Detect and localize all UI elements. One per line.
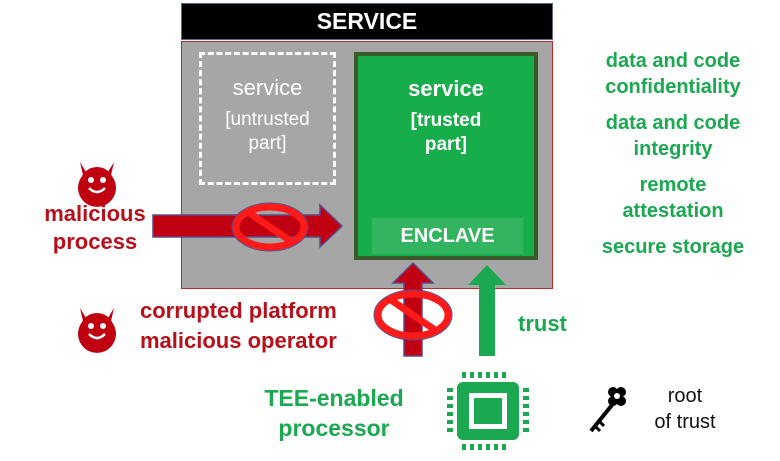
security-properties: data and code confidentiality data and co… — [578, 48, 768, 270]
devil-face-icon — [78, 162, 116, 207]
malicious-process-line1: malicious — [44, 201, 146, 226]
service-header: SERVICE — [181, 3, 553, 40]
processor-line1: TEE-enabled — [264, 385, 404, 411]
root-line1: root — [667, 385, 703, 407]
forbidden-sign-horizontal-icon — [231, 202, 309, 252]
property-line: integrity — [633, 138, 713, 160]
property-line: remote — [639, 174, 707, 196]
trusted-title: service — [408, 76, 484, 101]
untrusted-service-part: service [untrusted part] — [199, 52, 336, 185]
trust-arrow — [468, 265, 506, 356]
property-line: data and code — [605, 50, 741, 72]
platform-threat-line1: corrupted platform — [140, 298, 337, 323]
untrusted-subtitle-1: [untrusted — [225, 109, 310, 130]
untrusted-title: service — [232, 75, 303, 100]
untrusted-subtitle-2: part] — [248, 133, 287, 154]
malicious-process-label: malicious process — [30, 200, 160, 256]
malicious-process-line2: process — [52, 229, 138, 254]
enclave-label: ENCLAVE — [372, 218, 523, 254]
property-confidentiality: data and code confidentiality — [578, 48, 768, 100]
processor-line2: processor — [278, 415, 390, 441]
tee-processor-label: TEE-enabled processor — [244, 383, 424, 443]
platform-attack-arrow — [391, 261, 435, 357]
platform-threat-label: corrupted platform malicious operator — [140, 296, 337, 356]
property-line: data and code — [605, 112, 741, 134]
devil-face-icon — [78, 308, 116, 353]
property-integrity: data and code integrity — [578, 110, 768, 162]
trusted-subtitle-2: part] — [424, 134, 468, 155]
trust-label: trust — [518, 311, 567, 336]
property-line: confidentiality — [605, 76, 741, 98]
root-of-trust-label: root of trust — [630, 383, 740, 435]
forbidden-sign-vertical-icon — [373, 289, 453, 341]
platform-threat-line2: malicious operator — [140, 328, 337, 353]
root-line2: of trust — [654, 411, 716, 433]
property-line: secure storage — [601, 236, 745, 258]
property-attestation: remote attestation — [578, 172, 768, 224]
property-line: attestation — [622, 200, 724, 222]
trusted-subtitle-1: [trusted — [410, 110, 482, 131]
cpu-chip-icon — [447, 372, 529, 450]
property-storage: secure storage — [578, 234, 768, 260]
key-icon — [589, 387, 626, 433]
